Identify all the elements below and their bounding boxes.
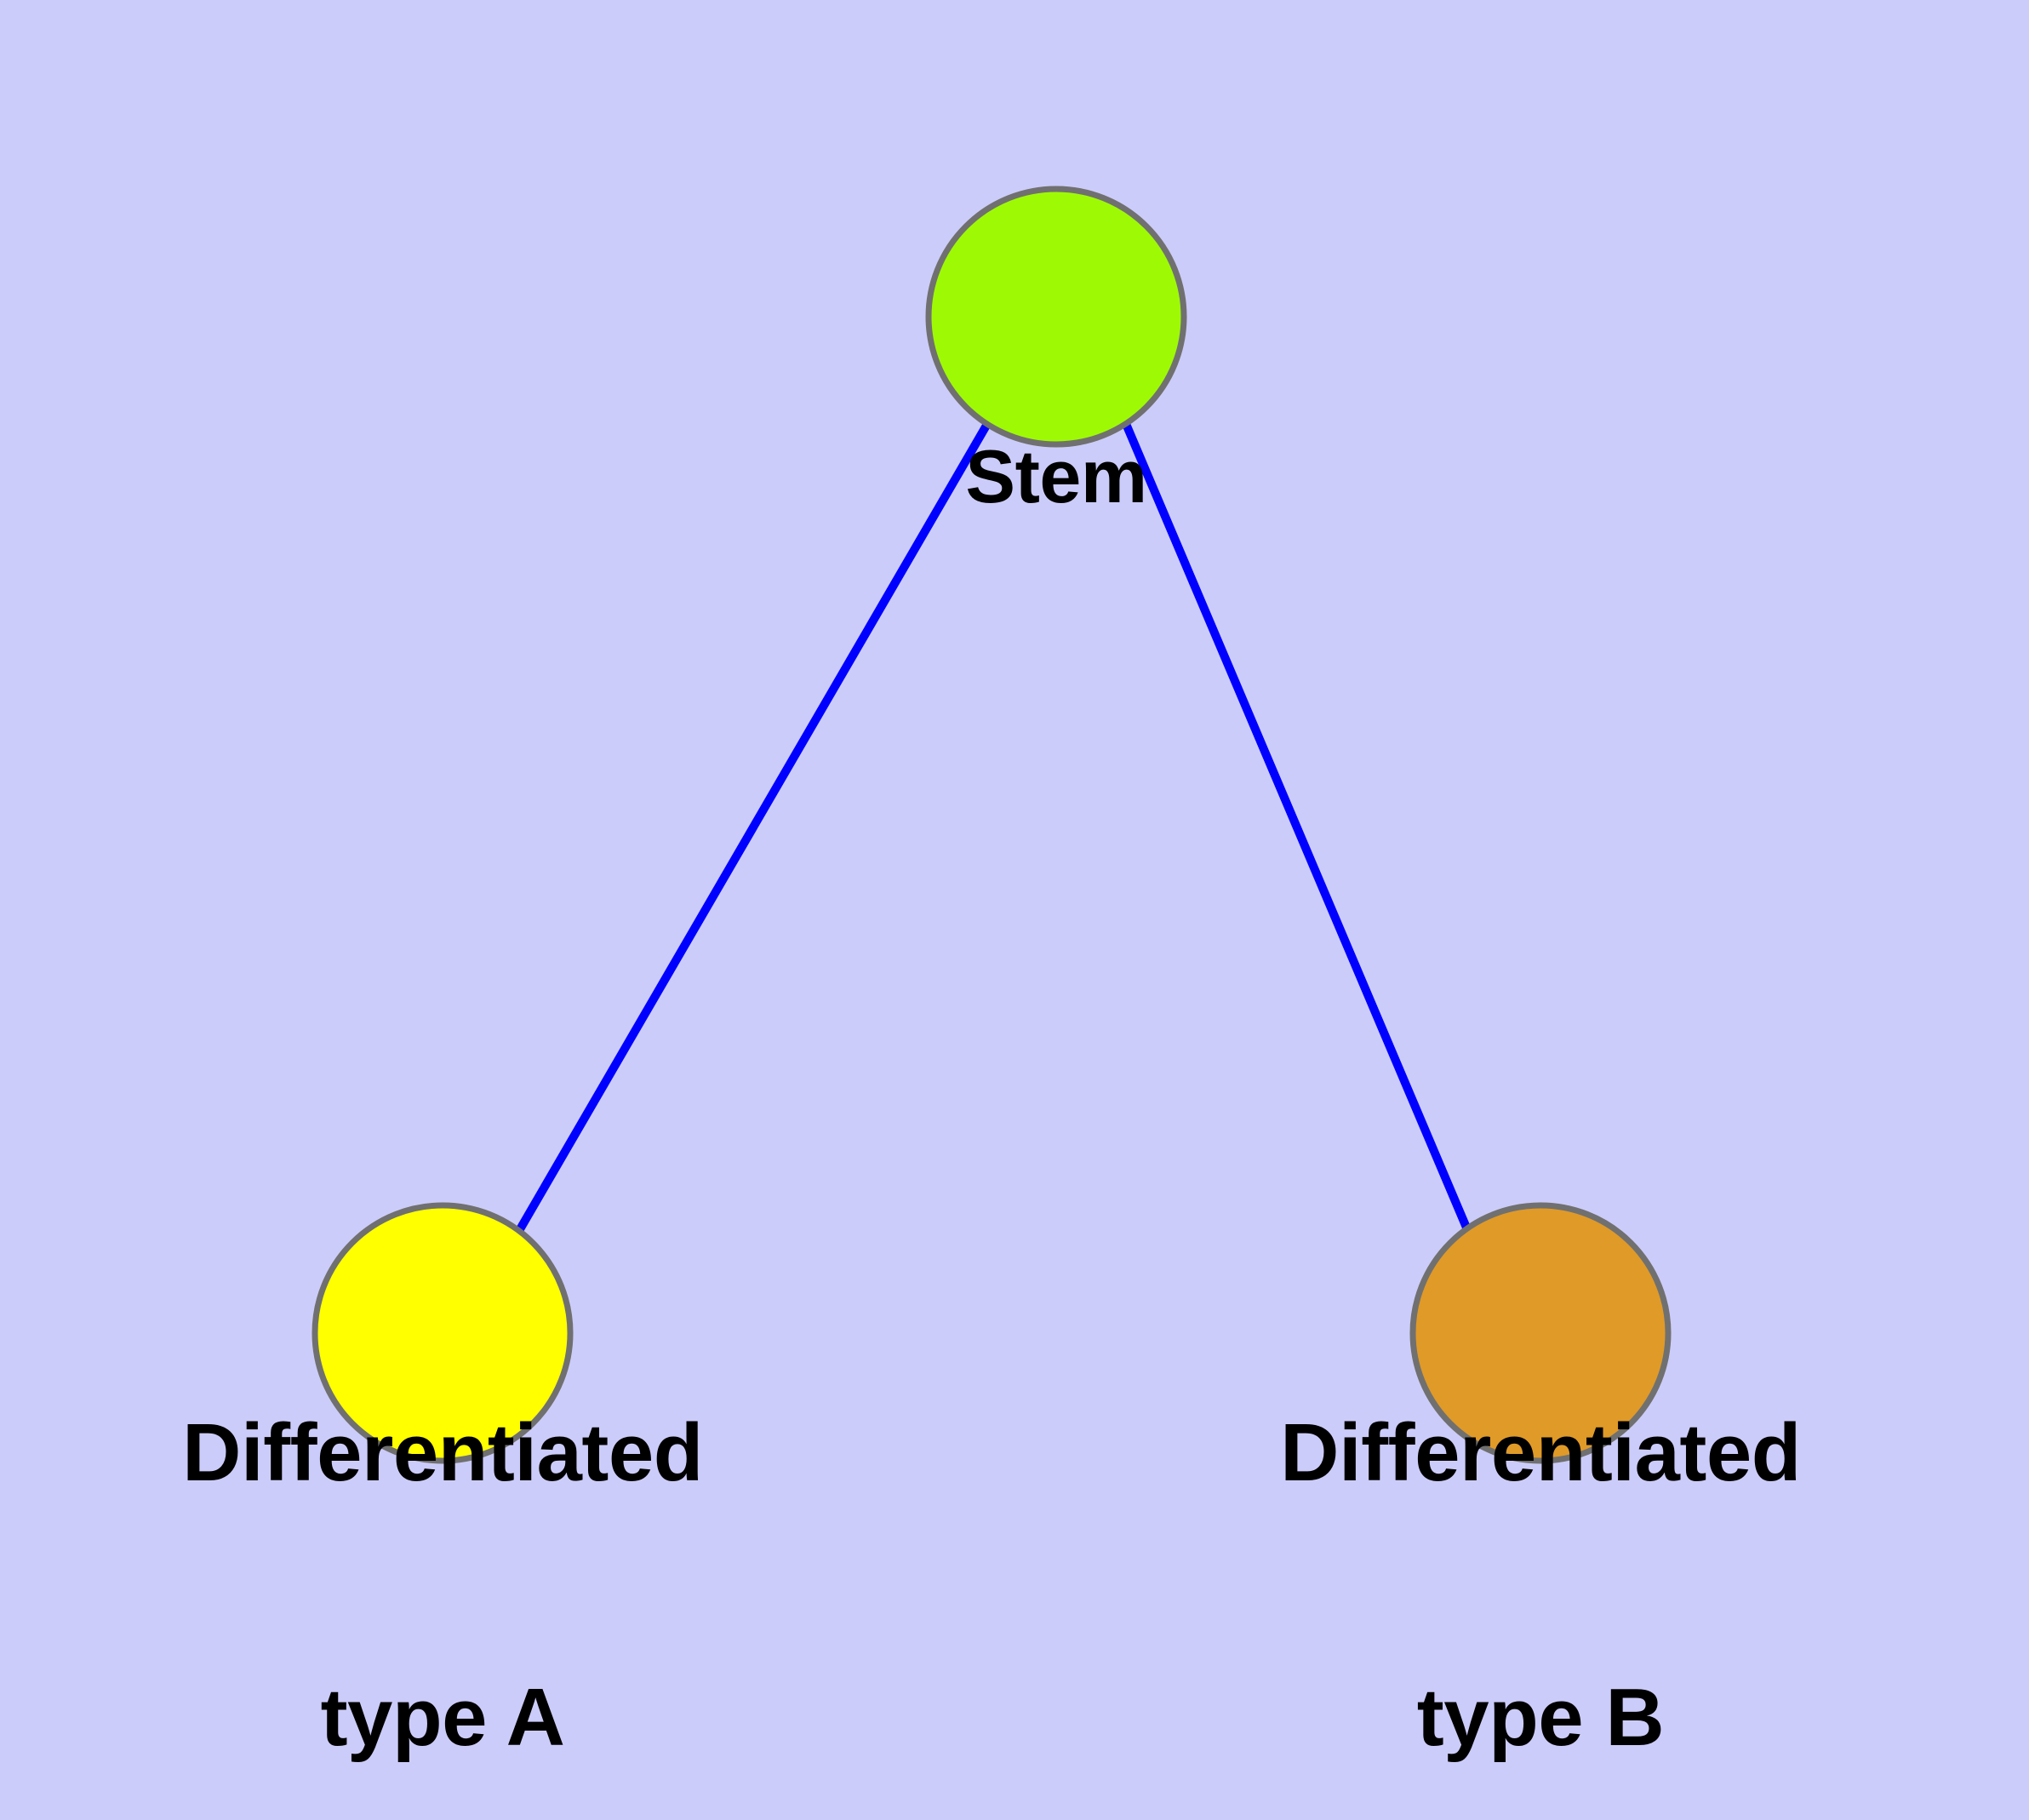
edge-layer [516, 421, 1471, 1232]
edge-stem-to-diff-a [516, 421, 992, 1232]
node-differentiated-type-b[interactable] [1409, 1202, 1672, 1464]
node-layer [311, 186, 1672, 1464]
node-differentiated-type-a[interactable] [311, 1202, 574, 1464]
node-stem[interactable] [925, 186, 1187, 448]
edge-stem-to-diff-b [1122, 422, 1471, 1229]
